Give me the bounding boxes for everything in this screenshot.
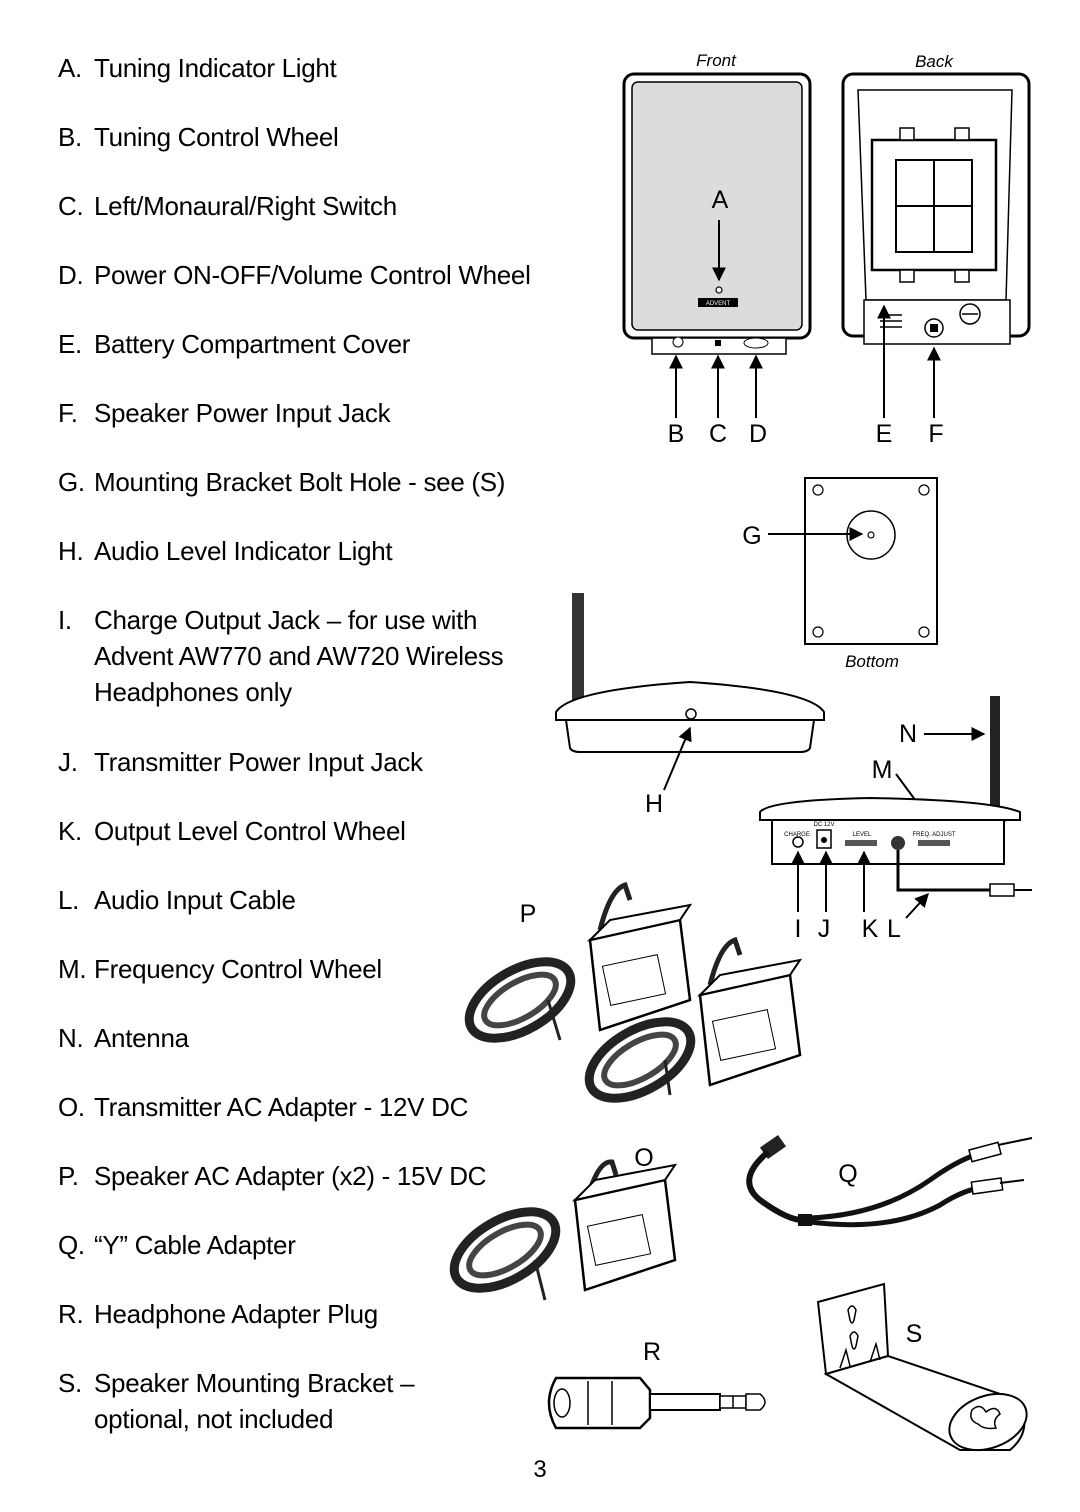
speaker-bottom: G Bottom — [742, 477, 938, 671]
dc-label: DC 12V — [813, 822, 834, 828]
item-text: Audio Level Indicator Light — [94, 536, 393, 566]
label-M: M — [872, 756, 893, 784]
label-J: J — [818, 915, 831, 943]
front-caption: Front — [696, 51, 737, 70]
item-key: M. — [58, 954, 87, 984]
advent-logo — [698, 298, 738, 307]
item-text: “Y” Cable Adapter — [94, 1230, 296, 1260]
label-A: A — [712, 186, 729, 214]
label-S: S — [906, 1320, 923, 1348]
back-caption: Back — [915, 52, 954, 71]
freq-label: FREQ. ADJUST — [912, 832, 955, 838]
item-text: Battery Compartment Cover — [94, 329, 411, 359]
charge-label: CHARGE — [784, 832, 810, 838]
item-key: H. — [58, 536, 84, 566]
label-F: F — [928, 420, 943, 448]
bottom-caption: Bottom — [845, 652, 899, 671]
item-text: Headphone Adapter Plug — [94, 1299, 378, 1329]
label-P: P — [520, 900, 537, 928]
item-key: S. — [58, 1368, 82, 1398]
speaker-back: Back E F — [841, 52, 1031, 448]
item-key: E. — [58, 329, 82, 359]
label-L: L — [887, 915, 901, 943]
item-text: Speaker AC Adapter (x2) - 15V DC — [94, 1161, 487, 1191]
item-text: Transmitter AC Adapter - 12V DC — [94, 1092, 469, 1122]
label-Q: Q — [838, 1160, 857, 1188]
brand-text: ADVENT — [706, 301, 731, 307]
mounting-bracket: S — [816, 1282, 1028, 1452]
item-text: Left/Monaural/Right Switch — [94, 191, 397, 221]
transmitter-back: N M DC 12V CHARGE LEVEL FREQ. ADJUST I J… — [759, 696, 1032, 943]
y-cable-adapter: Q — [746, 1134, 1033, 1228]
page-number: 3 — [533, 1456, 547, 1483]
item-key: K. — [58, 816, 82, 846]
item-key: B. — [58, 122, 82, 152]
item-key: G. — [58, 467, 85, 497]
item-key: R. — [58, 1299, 84, 1329]
item-key: L. — [58, 885, 80, 915]
item-text: Power ON-OFF/Volume Control Wheel — [94, 260, 531, 290]
label-B: B — [668, 420, 685, 448]
audio-level-light — [685, 708, 697, 720]
tuning-indicator-light — [715, 286, 723, 294]
label-N: N — [899, 720, 917, 748]
item-key: O. — [58, 1092, 85, 1122]
label-K: K — [862, 915, 879, 943]
item-key: N. — [58, 1023, 84, 1053]
item-key: F. — [58, 398, 78, 428]
item-text: Charge Output Jack – for use with Advent… — [94, 605, 504, 707]
label-D: D — [749, 420, 767, 448]
item-text: Speaker Mounting Bracket – optional, not… — [94, 1368, 415, 1434]
item-key: P. — [58, 1161, 79, 1191]
item-text: Transmitter Power Input Jack — [94, 747, 423, 777]
item-text: Tuning Control Wheel — [94, 122, 339, 152]
item-text: Output Level Control Wheel — [94, 816, 406, 846]
item-text: Mounting Bracket Bolt Hole - see (S) — [94, 467, 506, 497]
label-C: C — [709, 420, 727, 448]
label-H: H — [645, 790, 663, 818]
item-key: Q. — [58, 1230, 85, 1260]
speaker-front: Front ADVENT A B C D — [622, 51, 812, 448]
item-text: Audio Input Cable — [94, 885, 296, 915]
item-key: A. — [58, 53, 82, 83]
item-text: Frequency Control Wheel — [94, 954, 382, 984]
label-G: G — [742, 522, 761, 550]
item-text: Tuning Indicator Light — [94, 53, 337, 83]
label-E: E — [876, 420, 893, 448]
headphone-adapter-plug: R — [547, 1338, 766, 1430]
label-O: O — [634, 1144, 653, 1172]
label-R: R — [643, 1338, 661, 1366]
item-key: I. — [58, 605, 72, 635]
transmitter-top: H — [555, 593, 825, 818]
item-key: C. — [58, 191, 84, 221]
speaker-ac-adapters: P — [464, 881, 803, 1103]
item-text: Antenna — [94, 1023, 189, 1053]
level-label: LEVEL — [853, 832, 872, 838]
item-key: D. — [58, 260, 84, 290]
item-text: Speaker Power Input Jack — [94, 398, 391, 428]
item-key: J. — [58, 747, 78, 777]
label-I: I — [795, 915, 802, 943]
transmitter-ac-adapter: O — [449, 1144, 678, 1301]
